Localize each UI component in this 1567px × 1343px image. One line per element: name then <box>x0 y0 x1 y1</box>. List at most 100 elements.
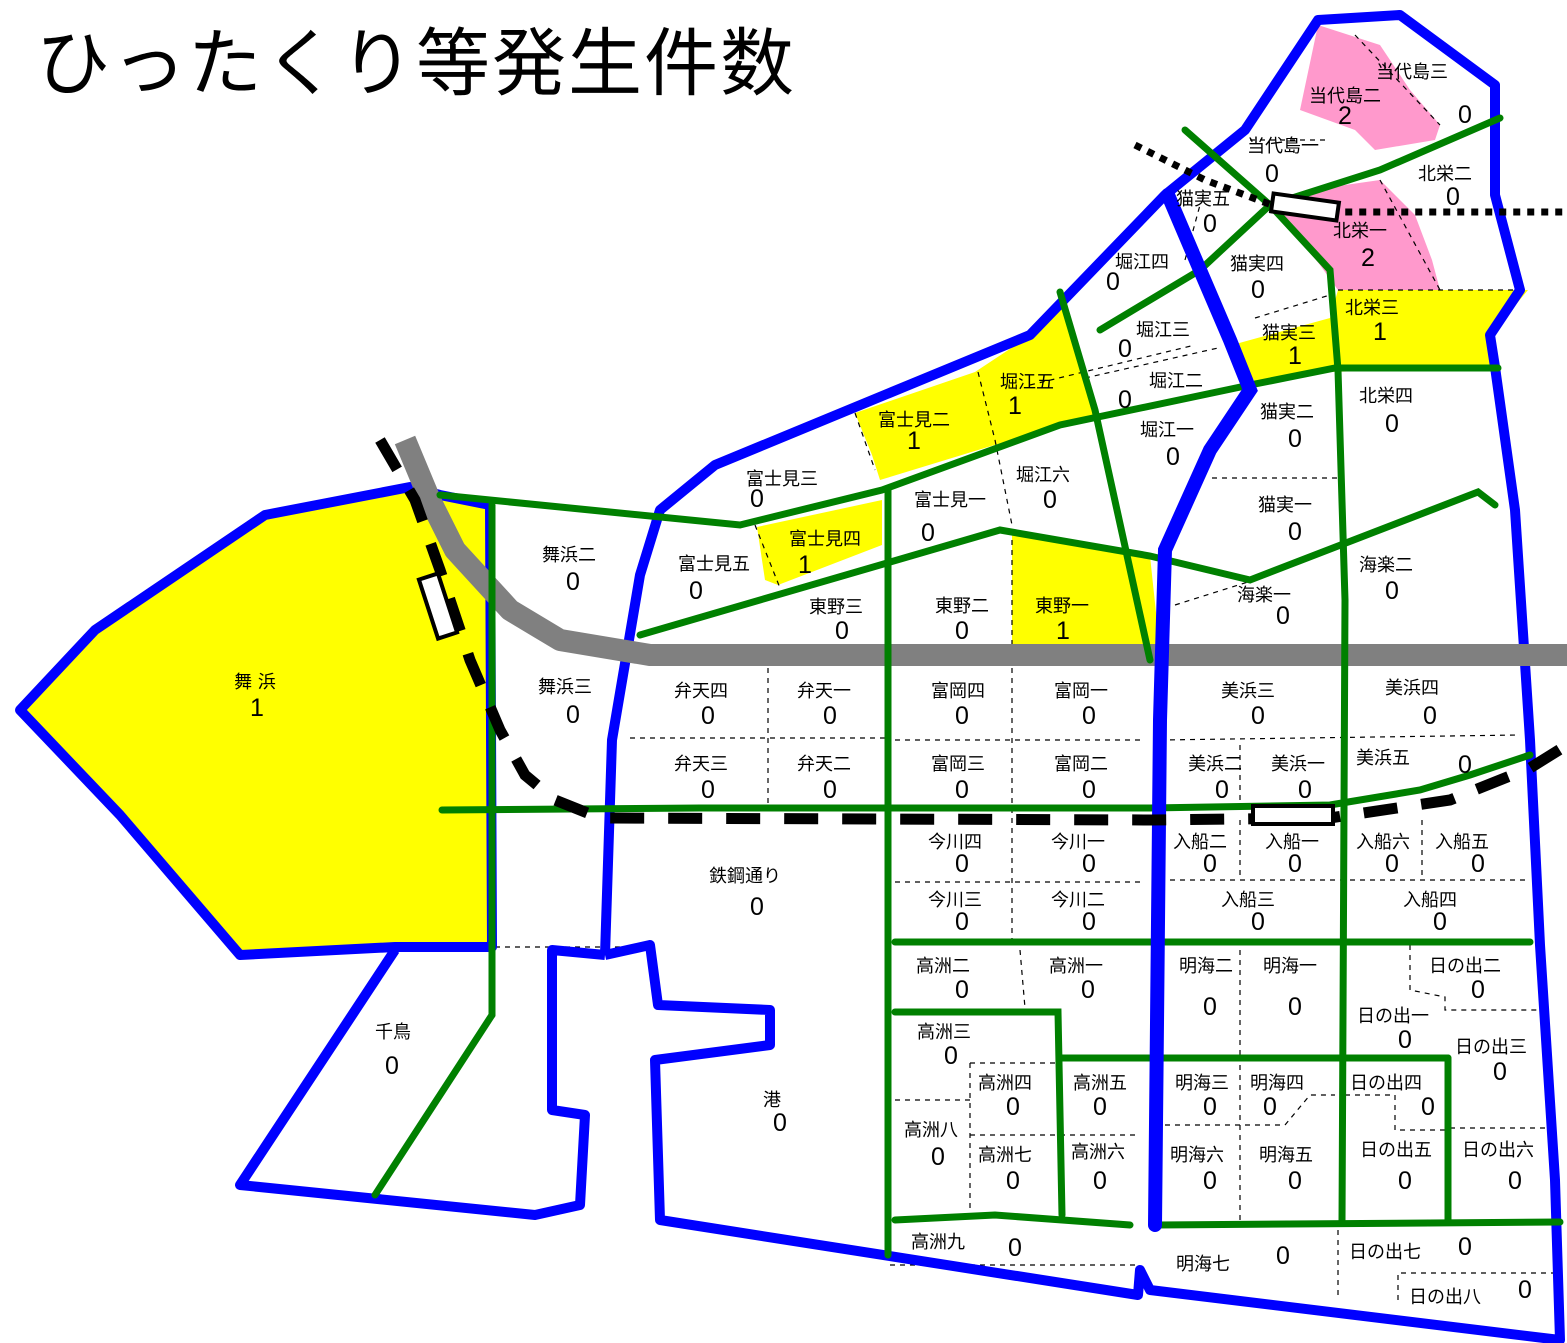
district-name-label: 日の出五 <box>1360 1140 1432 1161</box>
district-border <box>1354 34 1441 126</box>
district-name-label: 当代島二 <box>1309 86 1381 107</box>
district-name-label: 堀江二 <box>1149 371 1203 392</box>
district-name-label: 当代島一 <box>1247 136 1319 157</box>
district-name-label: 高洲五 <box>1073 1073 1127 1094</box>
district-name-label: 富士見五 <box>678 554 750 575</box>
district-name-label: 堀江四 <box>1115 252 1169 273</box>
district-name-label: 当代島三 <box>1376 62 1448 83</box>
district-count-label: 0 <box>1385 577 1399 605</box>
district-border <box>1254 294 1331 319</box>
district-name-label: 今川一 <box>1051 832 1105 853</box>
district-count-label: 0 <box>1398 1026 1412 1054</box>
station-icon <box>1251 804 1335 826</box>
district-count-label: 0 <box>1118 386 1132 414</box>
district-name-label: 猫実三 <box>1262 323 1316 344</box>
district-count-label: 0 <box>1508 1167 1522 1195</box>
district-name-label: 美浜三 <box>1221 681 1275 702</box>
district-count-label: 0 <box>1288 993 1302 1021</box>
district-border <box>1029 344 1196 386</box>
district-name-label: 弁天三 <box>674 754 728 775</box>
district-name-label: 明海三 <box>1175 1073 1229 1094</box>
road <box>636 488 1499 639</box>
district-count-label: 0 <box>1398 1167 1412 1195</box>
boundary-south-west <box>235 945 606 1220</box>
district-name-label: 日の出六 <box>1462 1140 1534 1161</box>
district-count-label: 0 <box>1288 850 1302 878</box>
district-count-label: 0 <box>1288 425 1302 453</box>
district-name-label: 明海六 <box>1170 1145 1224 1166</box>
district-name-label: 舞浜三 <box>538 677 592 698</box>
district-border <box>994 439 1013 526</box>
district-count-label: 0 <box>1251 702 1265 730</box>
district-name-label: 富士見三 <box>746 469 818 490</box>
district-name-label: 海楽一 <box>1237 585 1291 606</box>
district-count-label: 0 <box>1265 160 1279 188</box>
road <box>1154 1218 1564 1229</box>
district-count-label: 0 <box>1421 1093 1435 1121</box>
district-count-label: 0 <box>931 1143 945 1171</box>
district-border <box>854 412 876 471</box>
district-name-label: 富岡三 <box>931 754 985 775</box>
fill-todaijima-2 <box>1300 25 1440 150</box>
district-name-label: 富岡四 <box>931 681 985 702</box>
district-name-label: 入船四 <box>1403 890 1457 911</box>
district-count-label: 0 <box>955 908 969 936</box>
fill-higashino-1 <box>1012 530 1160 650</box>
district-name-label: 北栄三 <box>1345 298 1399 319</box>
district-count-label: 2 <box>1361 244 1375 272</box>
station-icon <box>1268 191 1342 223</box>
district-border <box>1084 347 1219 379</box>
district-count-label: 0 <box>1471 850 1485 878</box>
district-count-label: 0 <box>1166 443 1180 471</box>
district-count-label: 0 <box>1043 486 1057 514</box>
trunk-road <box>1148 188 1258 1232</box>
district-name-label: 堀江一 <box>1140 420 1194 441</box>
district-border <box>1345 1094 1445 1131</box>
district-name-label: 高洲一 <box>1049 956 1103 977</box>
district-count-label: 1 <box>1056 617 1070 645</box>
district-count-label: 0 <box>1458 101 1472 129</box>
district-name-label: 富岡二 <box>1054 754 1108 775</box>
district-name-label: 港 <box>763 1090 781 1111</box>
district-count-label: 0 <box>1263 1093 1277 1121</box>
district-name-label: 今川四 <box>928 832 982 853</box>
district-name-label: 北栄四 <box>1359 386 1413 407</box>
district-count-label: 0 <box>773 1109 787 1137</box>
district-count-label: 0 <box>921 519 935 547</box>
district-count-label: 0 <box>1118 335 1132 363</box>
expressway <box>394 435 1567 666</box>
district-name-label: 高洲九 <box>911 1232 965 1253</box>
district-count-label: 0 <box>955 850 969 878</box>
district-border <box>1397 1272 1560 1300</box>
district-count-label: 0 <box>385 1052 399 1080</box>
road <box>371 1011 496 1199</box>
district-name-label: 弁天二 <box>797 754 851 775</box>
district-name-label: 富士見二 <box>878 410 950 431</box>
district-name-label: 入船二 <box>1173 832 1227 853</box>
district-count-label: 0 <box>955 702 969 730</box>
district-count-label: 1 <box>798 551 812 579</box>
district-count-label: 0 <box>1385 850 1399 878</box>
district-name-label: 入船三 <box>1221 890 1275 911</box>
district-name-label: 明海五 <box>1259 1145 1313 1166</box>
district-count-label: 0 <box>1082 908 1096 936</box>
district-name-label: 鉄鋼通り <box>709 866 781 887</box>
district-count-label: 0 <box>1093 1167 1107 1195</box>
district-name-label: 美浜四 <box>1385 678 1439 699</box>
district-border <box>754 524 781 589</box>
district-name-label: 高洲四 <box>978 1073 1032 1094</box>
district-count-label: 0 <box>1008 1234 1022 1262</box>
district-count-label: 0 <box>1203 1167 1217 1195</box>
district-name-label: 美浜一 <box>1271 754 1325 775</box>
district-count-label: 0 <box>1106 268 1120 296</box>
district-name-label: 舞浜二 <box>542 545 596 566</box>
district-count-label: 0 <box>750 485 764 513</box>
district-count-label: 0 <box>1458 1233 1472 1261</box>
district-count-label: 0 <box>701 702 715 730</box>
district-name-label: 明海一 <box>1263 956 1317 977</box>
district-name-label: 堀江五 <box>1000 372 1054 393</box>
district-count-label: 1 <box>1373 318 1387 346</box>
district-count-label: 1 <box>250 694 264 722</box>
district-count-label: 0 <box>1471 976 1485 1004</box>
